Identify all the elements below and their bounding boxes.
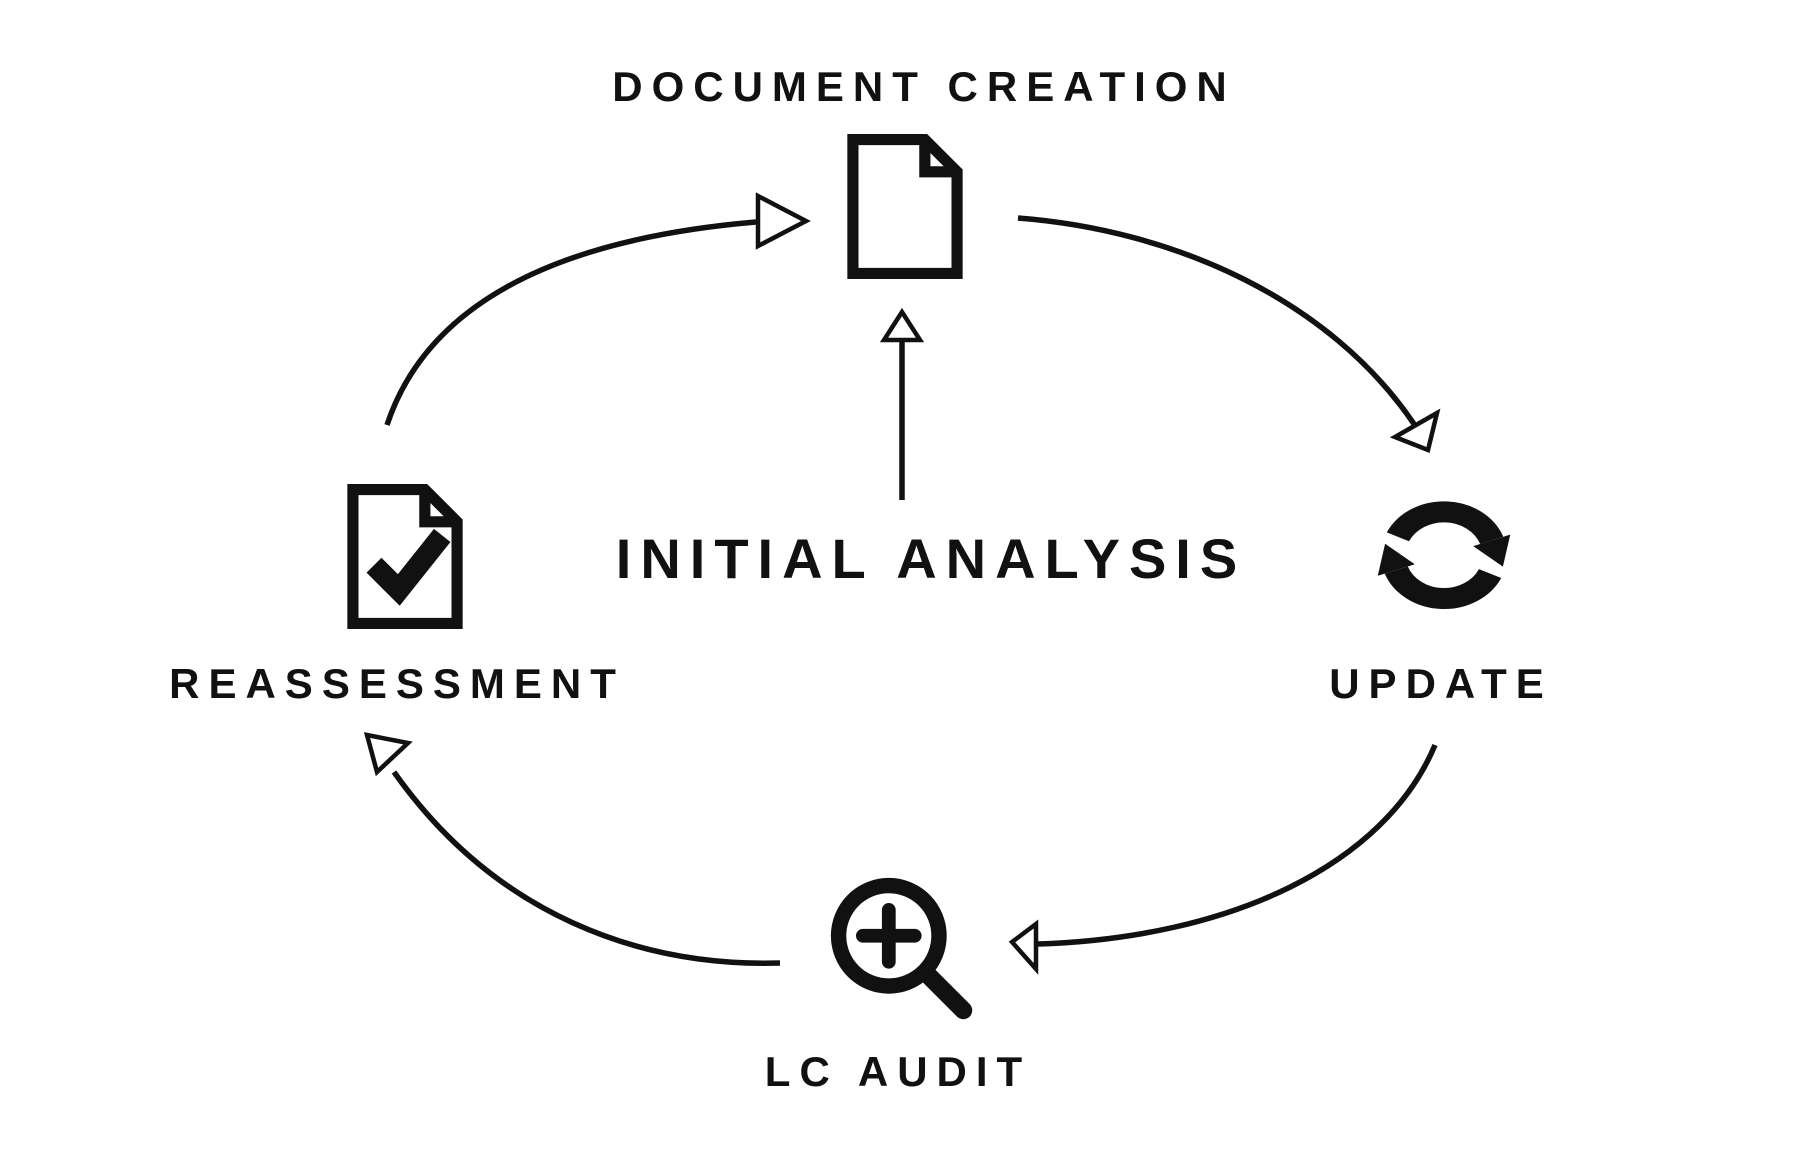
- arrow-document-creation-to-update: [1017, 215, 1417, 426]
- node-label-update: UPDATE: [1329, 660, 1553, 707]
- arrowhead-up-left-icon: [363, 732, 413, 777]
- arrow-lc-audit-to-reassessment: [391, 770, 781, 966]
- sync-arrows-icon: [1377, 501, 1511, 610]
- arrowhead-up-icon: [879, 307, 925, 343]
- arrow-reassessment-to-document-creation: [384, 219, 757, 426]
- arrow-update-to-lc-audit: [1037, 743, 1438, 947]
- node-label-reassessment: REASSESSMENT: [169, 660, 625, 707]
- document-icon: [847, 133, 963, 280]
- arrowhead-down-left-icon: [1389, 408, 1441, 454]
- node-label-document-creation: DOCUMENT CREATION: [612, 63, 1236, 110]
- node-label-lc-audit: LC AUDIT: [764, 1048, 1032, 1095]
- magnifier-zoom-in-icon: [830, 877, 973, 1020]
- center-label-initial-analysis: INITIAL ANALYSIS: [615, 527, 1247, 590]
- document-check-icon: [347, 483, 463, 630]
- arrowhead-right-icon: [755, 192, 811, 250]
- arrowhead-left-icon: [1008, 919, 1039, 975]
